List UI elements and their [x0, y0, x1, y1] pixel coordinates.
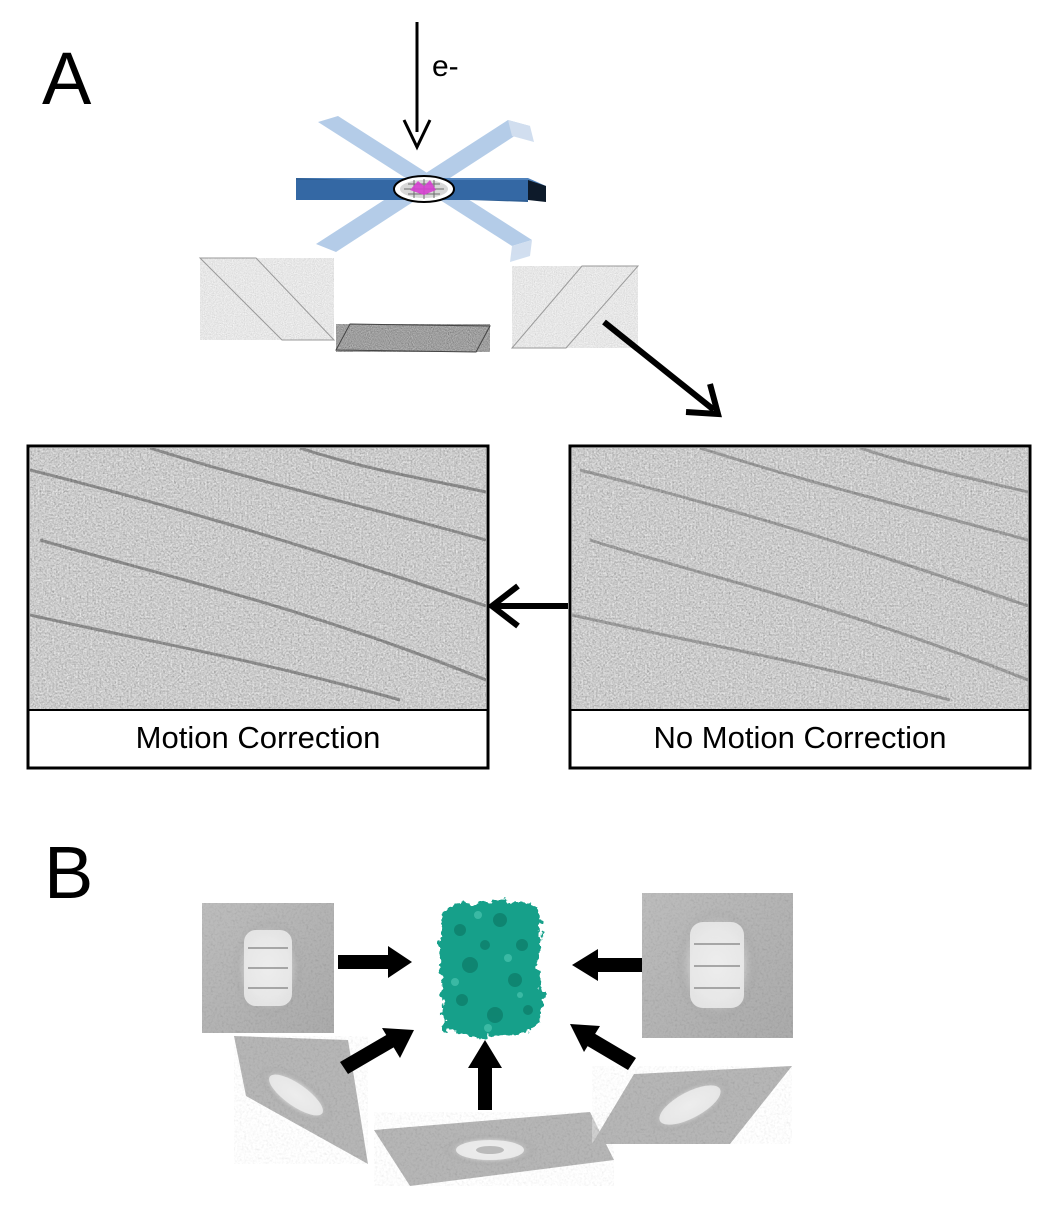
diagonal-arrow — [602, 319, 722, 418]
micrograph-right — [568, 444, 1032, 770]
electron-beam-label: e- — [432, 50, 459, 83]
caption-no-motion-correction: No Motion Correction — [653, 720, 947, 755]
arrow-from-top-left — [338, 946, 412, 978]
class-average-top-right — [642, 893, 793, 1038]
tilt-stage — [296, 116, 546, 262]
arrow-from-left-tilted — [340, 1028, 414, 1074]
class-average-left-tilted — [234, 1036, 368, 1164]
reconstructed-3d-map — [438, 900, 543, 1038]
class-average-top-left — [202, 903, 334, 1033]
arrow-from-right-tilted — [570, 1024, 636, 1070]
projection-arrows — [338, 946, 642, 1110]
panel-letter-b: B — [44, 831, 94, 914]
panel-letter-a: A — [42, 37, 92, 120]
tilt-projections — [198, 257, 640, 353]
class-average-bottom-center — [374, 1112, 614, 1186]
caption-motion-correction: Motion Correction — [135, 720, 381, 755]
micrograph-left — [26, 444, 490, 770]
class-average-right-tilted — [592, 1066, 792, 1144]
correction-arrow — [487, 583, 568, 629]
arrow-from-bottom — [468, 1040, 502, 1110]
electron-beam-arrow — [402, 22, 432, 151]
arrow-from-top-right — [572, 949, 642, 981]
